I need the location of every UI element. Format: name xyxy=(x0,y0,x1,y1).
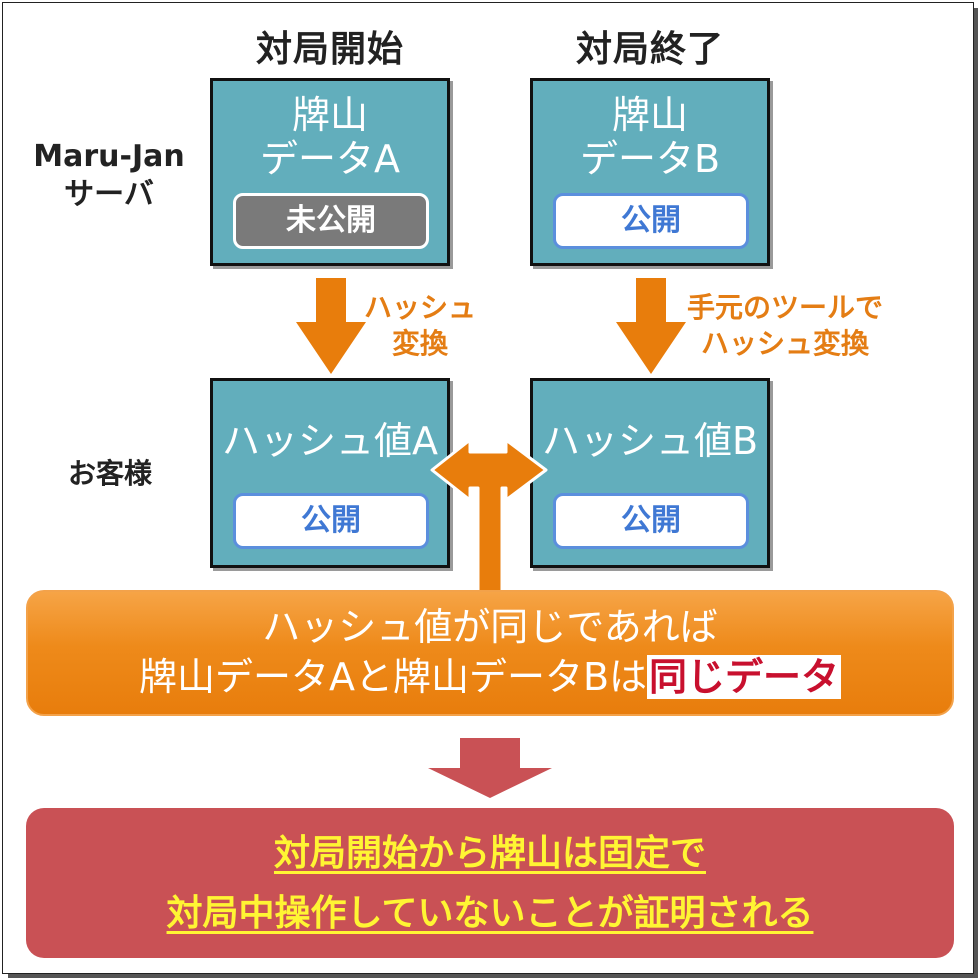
tile-data-b-box: 牌山 データB 公開 xyxy=(530,78,770,266)
conclusion-line1: ハッシュ値が同じであれば xyxy=(262,605,718,649)
frame-shadow-bottom xyxy=(8,974,978,978)
result-line1: 対局開始から牌山は固定で xyxy=(26,824,954,884)
conclusion-line2: 牌山データAと牌山データBは同じデータ xyxy=(28,652,952,702)
published-badge-hash-a: 公開 xyxy=(233,493,429,549)
server-label: Maru-Jan サーバ xyxy=(14,138,204,214)
server-label-line2: サーバ xyxy=(64,177,154,212)
tile-data-a-title-line2: データA xyxy=(260,137,400,181)
compare-arrow xyxy=(430,438,548,594)
down-arrow-b xyxy=(616,278,686,374)
tile-data-a-title-line1: 牌山 xyxy=(291,93,368,137)
hash-transform-label-line2: 変換 xyxy=(391,327,448,360)
down-arrow-a xyxy=(296,278,366,374)
customer-label: お客様 xyxy=(67,457,152,490)
hash-transform-label-line1: ハッシュ xyxy=(363,291,476,324)
hash-b-title: ハッシュ値B xyxy=(541,419,759,463)
header-start: 対局開始 xyxy=(255,29,404,70)
tile-data-a-box: 牌山 データA 未公開 xyxy=(210,78,450,266)
result-line2: 対局中操作していないことが証明される xyxy=(26,884,954,944)
result-banner: 対局開始から牌山は固定で 対局中操作していないことが証明される xyxy=(26,808,954,958)
local-tool-hash-label-line1: 手元のツールで xyxy=(686,291,883,324)
local-tool-hash-label: 手元のツールで ハッシュ変換 xyxy=(670,290,900,362)
unpublished-badge: 未公開 xyxy=(233,193,429,249)
same-data-emphasis: 同じデータ xyxy=(647,655,842,699)
header-end: 対局終了 xyxy=(575,29,724,70)
conclusion-banner: ハッシュ値が同じであれば 牌山データAと牌山データBは同じデータ xyxy=(26,590,954,716)
result-line1-text: 対局開始から牌山は固定で xyxy=(273,833,706,874)
hash-transform-label: ハッシュ 変換 xyxy=(345,290,495,362)
tile-data-b-title: 牌山 データB xyxy=(533,81,767,181)
server-label-line1: Maru-Jan xyxy=(33,139,185,174)
tile-data-b-title-line2: データB xyxy=(579,137,721,181)
down-arrow-result xyxy=(428,738,552,798)
local-tool-hash-label-line2: ハッシュ変換 xyxy=(700,327,869,360)
published-badge-b: 公開 xyxy=(553,193,749,249)
tile-data-a-title: 牌山 データA xyxy=(213,81,447,181)
hash-b-box: ハッシュ値B 公開 xyxy=(530,378,770,568)
hash-a-title: ハッシュ値A xyxy=(222,419,438,463)
frame-shadow-right xyxy=(974,8,978,976)
published-badge-hash-b: 公開 xyxy=(553,493,749,549)
hash-a-box: ハッシュ値A 公開 xyxy=(210,378,450,568)
tile-data-b-title-line1: 牌山 xyxy=(611,93,688,137)
conclusion-line2-prefix: 牌山データAと牌山データBは xyxy=(138,655,648,699)
result-line2-text: 対局中操作していないことが証明される xyxy=(166,893,814,934)
